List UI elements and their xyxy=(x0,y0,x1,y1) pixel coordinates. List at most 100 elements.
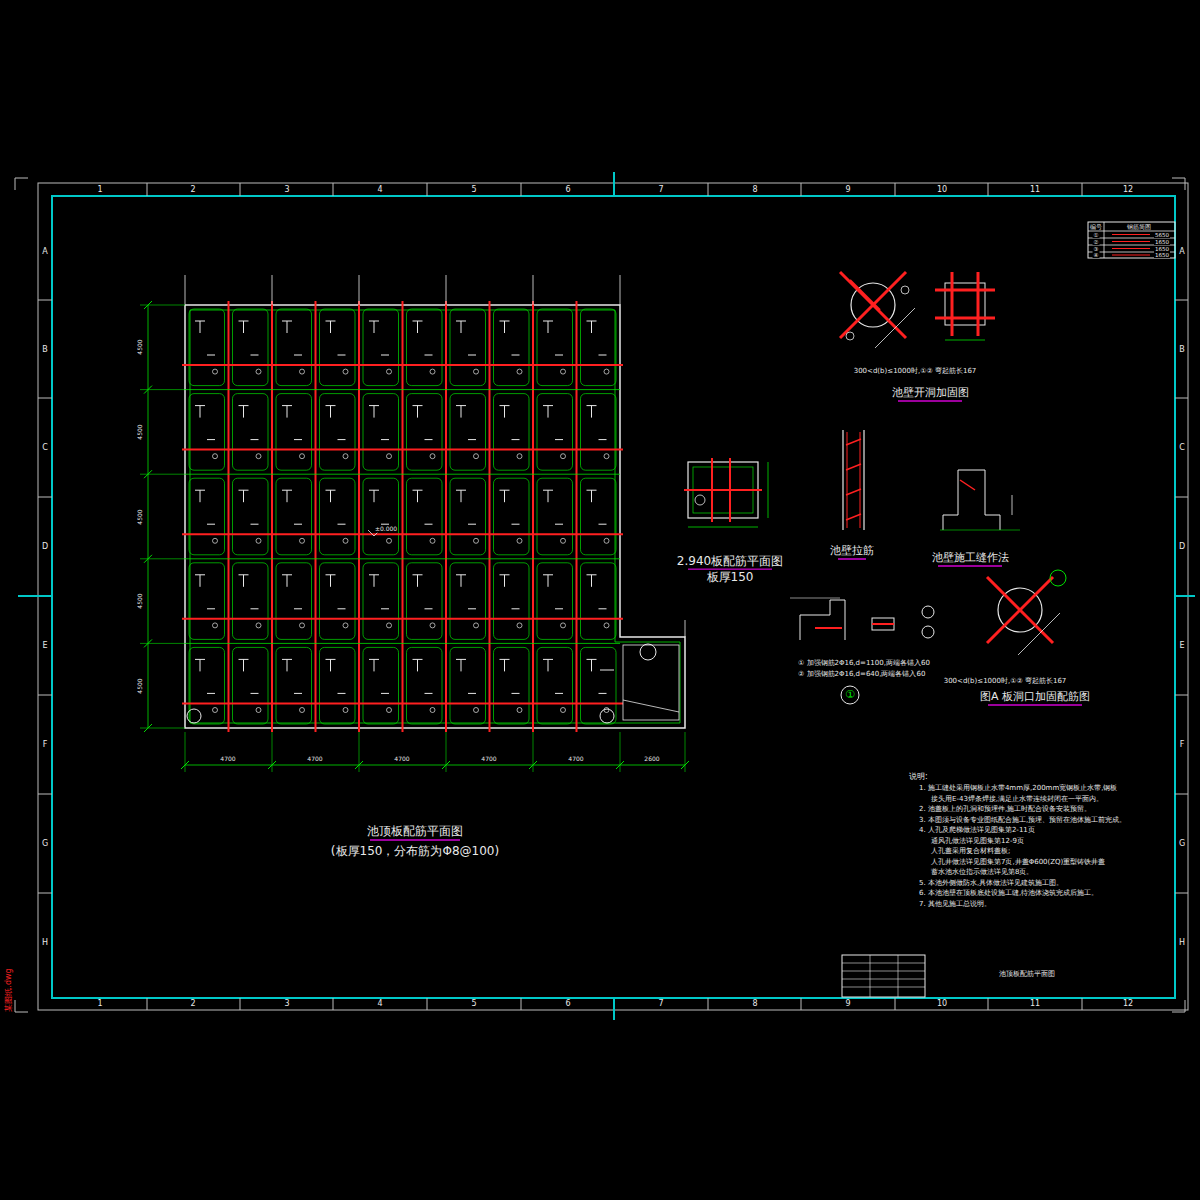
callout-circle xyxy=(561,369,566,374)
support-rebar xyxy=(182,702,623,704)
axis-extension xyxy=(272,275,273,305)
title-block xyxy=(842,955,925,997)
cell-outline xyxy=(450,478,486,555)
corner-mark xyxy=(1172,1000,1185,1012)
zone-tick xyxy=(521,183,522,196)
axis-letter: B xyxy=(1178,346,1186,355)
added-rebar xyxy=(951,272,954,336)
callout-circle xyxy=(300,454,305,459)
rebar-mark xyxy=(504,490,505,502)
table-cell: 1650 xyxy=(1154,252,1170,258)
detail-title: 2.940板配筋平面图 xyxy=(676,555,784,568)
axis-letter: B xyxy=(41,346,49,355)
rebar-mark xyxy=(425,693,433,694)
callout-circle xyxy=(213,369,218,374)
added-rebar xyxy=(995,585,1025,615)
axis-extension xyxy=(446,275,447,305)
zone-tick xyxy=(708,183,709,196)
axis-letter: H xyxy=(41,939,49,948)
note-line: 蓄水池水位指示做法详见第8页。 xyxy=(930,869,1034,877)
wall-face xyxy=(863,430,864,530)
rebar-mark xyxy=(294,439,302,440)
cell-outline xyxy=(407,563,443,640)
rebar-mark xyxy=(468,608,476,609)
callout-circle xyxy=(474,623,479,628)
note-line: 3. 本图须与设备专业图纸配合施工,预埋、预留在池体施工前完成。 xyxy=(918,817,1127,825)
added-rebar xyxy=(987,577,1053,643)
extension-line xyxy=(140,474,185,475)
callout-circle xyxy=(474,454,479,459)
cell-outline xyxy=(233,563,269,640)
axis-letter: D xyxy=(1178,543,1186,552)
rebar-mark xyxy=(504,406,505,418)
callout-circle xyxy=(213,623,218,628)
rebar-mark xyxy=(243,575,244,587)
note-line: 6. 本池池壁在顶板底处设施工缝,待池体浇筑完成后施工。 xyxy=(918,890,1099,898)
support-rebar xyxy=(182,449,623,451)
cell-outline xyxy=(276,478,312,555)
dimension-tick xyxy=(681,761,689,769)
rebar-mark xyxy=(294,608,302,609)
callout-circle xyxy=(561,708,566,713)
tie-bar xyxy=(846,464,861,470)
rebar-mark xyxy=(294,355,302,356)
callout-circle xyxy=(604,538,609,543)
wall-inner-line xyxy=(190,310,680,723)
added-rebar xyxy=(987,577,1053,643)
rebar-mark xyxy=(207,355,215,356)
wall-face xyxy=(842,430,843,530)
rebar-mark xyxy=(504,321,505,333)
callout-circle xyxy=(256,369,261,374)
axis-extension xyxy=(185,275,186,305)
zone-tick xyxy=(427,183,428,196)
cell-outline xyxy=(537,563,573,640)
rebar-mark xyxy=(425,439,433,440)
rebar-mark xyxy=(381,355,389,356)
axis-number: 3 xyxy=(283,186,290,195)
callout-circle xyxy=(387,708,392,713)
rebar-mark xyxy=(555,693,563,694)
title-underline xyxy=(838,558,866,560)
callout-circle xyxy=(561,623,566,628)
callout-circle xyxy=(430,623,435,628)
rebar-mark xyxy=(374,659,375,671)
zone-tick xyxy=(988,998,989,1010)
axis-letter: F xyxy=(1179,741,1186,750)
dimension-text: 2600 xyxy=(643,756,660,763)
callout-circle xyxy=(213,538,218,543)
title-underlines xyxy=(370,401,1082,840)
axis-number: 5 xyxy=(470,1000,477,1009)
callout-circle xyxy=(387,623,392,628)
cell-outline xyxy=(320,563,356,640)
axis-number: 5 xyxy=(470,186,477,195)
grid-line xyxy=(185,474,620,475)
added-rebar xyxy=(935,289,995,292)
rebar-mark xyxy=(417,406,418,418)
callout-circle xyxy=(604,454,609,459)
rebar-mark xyxy=(330,490,331,502)
rebar-mark xyxy=(555,355,563,356)
callout-circle xyxy=(256,538,261,543)
note-line: 4. 人孔及爬梯做法详见图集第2-11页 xyxy=(918,827,1036,835)
dimension-tick xyxy=(144,555,152,563)
rebar-mark xyxy=(555,524,563,525)
zone-tick xyxy=(38,497,52,498)
section-outline xyxy=(800,600,845,640)
table-header: 编号 xyxy=(1089,223,1103,229)
table-cell: 1650 xyxy=(1154,238,1170,244)
note-line: 2. 池盖板上的孔洞和预埋件,施工时配合设备安装预留。 xyxy=(918,806,1092,814)
callout-circle xyxy=(387,454,392,459)
corner-mark xyxy=(15,178,28,190)
title-underline xyxy=(370,839,460,841)
corner-mark xyxy=(15,1000,28,1012)
slab-opening-detail xyxy=(987,570,1066,655)
cell-outline xyxy=(450,309,486,386)
rebar-mark xyxy=(599,608,607,609)
zone-tick xyxy=(1175,300,1188,301)
rebar-mark xyxy=(591,659,592,671)
cell-outline xyxy=(363,563,399,640)
callout-circle xyxy=(387,369,392,374)
cell-outline xyxy=(494,563,530,640)
manhole-symbol xyxy=(640,644,656,660)
edge-detail xyxy=(790,598,934,704)
